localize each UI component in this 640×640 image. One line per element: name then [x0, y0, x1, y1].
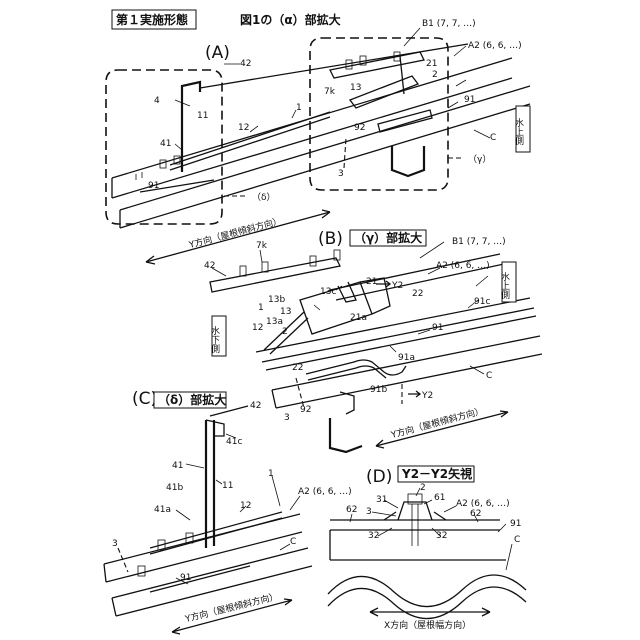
fastener-61	[398, 502, 432, 520]
panel-b-subtitle: （γ）部拡大	[354, 230, 422, 245]
panel-a: (A)	[106, 19, 530, 264]
label-c: C	[490, 133, 496, 143]
label-11: 11	[197, 111, 208, 121]
label-3-c: 3	[112, 539, 118, 549]
label-22-b: 22	[292, 363, 303, 373]
label-3-b: 3	[284, 413, 290, 423]
label-13: 13	[350, 83, 361, 93]
label-32-left: 32	[368, 531, 379, 541]
label-91: 91	[464, 95, 475, 105]
label-21-b: 21	[366, 277, 377, 287]
label-2-b: 2	[282, 327, 288, 337]
label-91-d: 91	[510, 519, 521, 529]
label-41a: 41a	[154, 505, 171, 515]
label-y2-top: Y2	[391, 281, 403, 291]
bolt-icon	[138, 533, 193, 576]
label-61: 61	[434, 493, 445, 503]
corrugated-sheet-c	[328, 575, 526, 607]
label-b1: B1 (7, 7, …)	[422, 19, 476, 29]
label-62-left: 62	[346, 505, 357, 515]
panel-b: (B) （γ）部拡大	[204, 229, 542, 452]
panel-c-subtitle: （δ）部拡大	[158, 392, 226, 407]
label-13-b: 13	[280, 307, 291, 317]
label-91-left: 91	[148, 181, 159, 191]
label-c-c: C	[290, 537, 296, 547]
label-41: 41	[160, 139, 171, 149]
label-32-right: 32	[436, 531, 447, 541]
panel-d-subtitle: Y2－Y2矢視	[401, 466, 472, 481]
label-91-c: 91	[180, 573, 191, 583]
label-91b: 91b	[370, 385, 387, 395]
label-water-up-a: 水上側	[513, 117, 524, 145]
label-y-direction-b: Y方向（屋根傾斜方向）	[389, 405, 485, 442]
member-12	[170, 117, 330, 170]
label-13b: 13b	[268, 295, 285, 305]
label-a2: A2 (6, 6, …)	[468, 41, 522, 51]
label-1-c: 1	[268, 469, 274, 479]
label-4: 4	[154, 96, 160, 106]
label-b1-b: B1 (7, 7, …)	[452, 237, 506, 247]
label-y2-bottom: Y2	[421, 391, 433, 401]
label-7k-b: 7k	[256, 241, 268, 251]
label-water-up-b: 水上側	[499, 271, 510, 299]
label-1: 1	[296, 103, 302, 113]
label-31: 31	[376, 495, 387, 505]
label-c-b: C	[486, 371, 492, 381]
label-a2-d: A2 (6, 6, …)	[456, 499, 510, 509]
label-41b: 41b	[166, 483, 183, 493]
panel-d: (D) Y2－Y2矢視 2 61 31 A2 (6, 6, …) 3 62 62…	[328, 466, 526, 631]
label-3: 3	[338, 169, 344, 179]
label-x-direction: X方向（屋根幅方向）	[384, 619, 471, 631]
member-92-lower	[330, 418, 362, 452]
label-13c: 13c	[320, 287, 336, 297]
label-62-right: 62	[470, 509, 481, 519]
panel-b-title: (B)	[318, 229, 343, 249]
label-21: 21	[426, 59, 437, 69]
label-41c: 41c	[226, 437, 242, 447]
label-42: 42	[240, 59, 251, 69]
label-y-direction-a: Y方向（屋根傾斜方向）	[187, 215, 283, 252]
figure-title: 図1の（α）部拡大	[240, 12, 341, 27]
label-2-d: 2	[420, 483, 426, 493]
label-41-c: 41	[172, 461, 183, 471]
label-21a: 21a	[350, 313, 367, 323]
label-water-down: 水下側	[209, 325, 220, 353]
piece-91-c	[150, 566, 250, 592]
panel-c-title: (C)	[132, 389, 157, 409]
label-12: 12	[238, 123, 249, 133]
label-c-d: C	[514, 535, 520, 545]
roof-sheet-bottom-edge	[112, 78, 512, 198]
label-91c: 91c	[474, 297, 490, 307]
panel-a-title: (A)	[205, 43, 230, 63]
label-1-b: 1	[258, 303, 264, 313]
label-42-b: 42	[204, 261, 215, 271]
label-12-b: 12	[252, 323, 263, 333]
panel-d-title: (D)	[366, 467, 392, 487]
label-11-c: 11	[222, 481, 233, 491]
label-gamma: （γ）	[468, 154, 491, 165]
label-92: 92	[354, 123, 365, 133]
label-22: 22	[412, 289, 423, 299]
label-2: 2	[432, 70, 438, 80]
label-3-d: 3	[366, 507, 372, 517]
label-a2-b: A2 (6, 6, …)	[436, 261, 490, 271]
panel-c: (C) （δ）部拡大 42 41c 41	[104, 389, 352, 634]
label-a2-c: A2 (6, 6, …)	[298, 487, 352, 497]
label-delta: （δ）	[252, 192, 276, 203]
label-13a: 13a	[266, 317, 283, 327]
label-12-c: 12	[240, 501, 251, 511]
y2-arrow-top	[376, 281, 390, 287]
label-91-b: 91	[432, 323, 443, 333]
label-92-b: 92	[300, 405, 311, 415]
label-7k: 7k	[324, 87, 336, 97]
y2-arrow-bottom	[408, 391, 420, 397]
label-42-c: 42	[250, 401, 261, 411]
bolt-icon	[240, 250, 340, 276]
member-92	[392, 146, 424, 176]
embodiment-label: 第１実施形態	[116, 12, 188, 27]
label-91a: 91a	[398, 353, 415, 363]
x-direction-arrow	[370, 608, 490, 616]
